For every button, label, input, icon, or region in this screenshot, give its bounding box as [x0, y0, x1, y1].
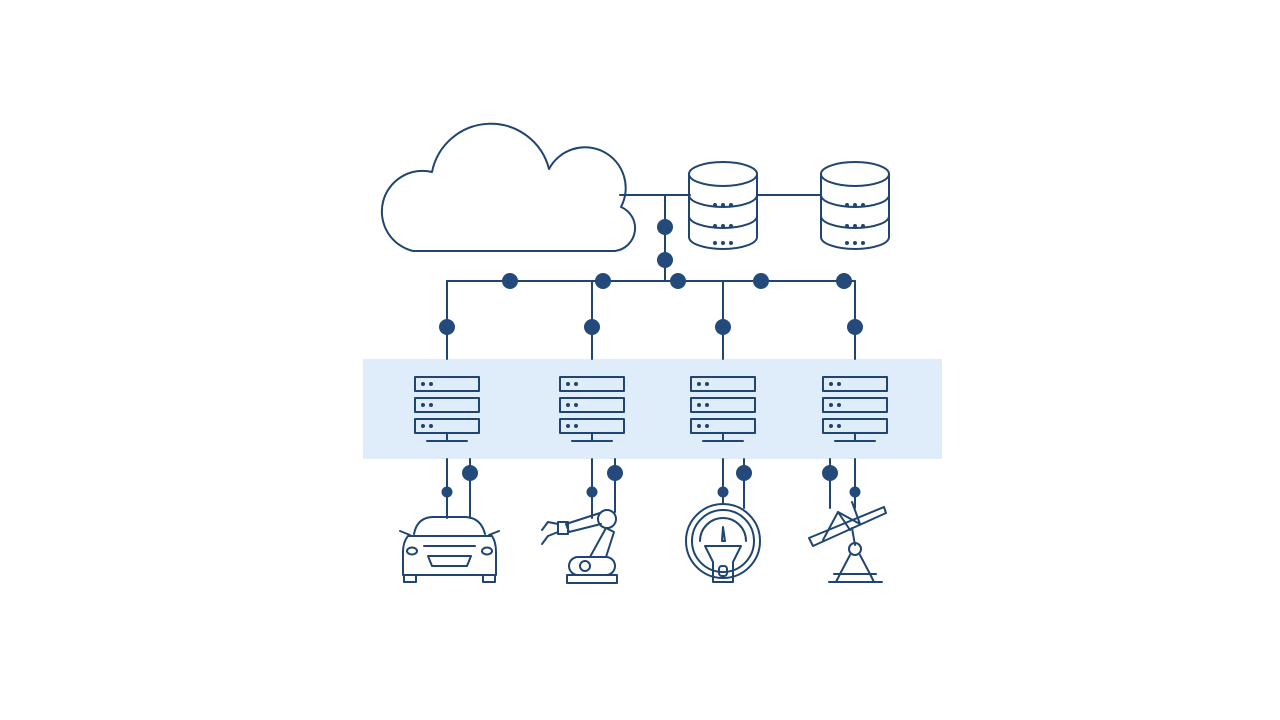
network-node [849, 486, 861, 498]
network-node [753, 273, 769, 289]
network-node [670, 273, 686, 289]
network-node [822, 465, 838, 481]
connection-lines [446, 194, 856, 519]
pressure-gauge-icon [685, 503, 761, 583]
robotic-arm-icon [541, 509, 618, 584]
server-rack-icon [414, 376, 480, 442]
network-node [441, 486, 453, 498]
server-rack-icon [822, 376, 888, 442]
satellite-dish-icon [808, 501, 887, 583]
network-node [836, 273, 852, 289]
indicator-dots [421, 203, 865, 428]
network-node [715, 319, 731, 335]
network-node [462, 465, 478, 481]
car-icon [399, 516, 500, 583]
network-node [595, 273, 611, 289]
network-node [502, 273, 518, 289]
server-rack-icon [559, 376, 625, 442]
server-tier-band [363, 359, 942, 459]
network-node [586, 486, 598, 498]
server-rack-icon [690, 376, 756, 442]
network-node [736, 465, 752, 481]
network-node [657, 219, 673, 235]
network-nodes [439, 219, 863, 498]
network-node [439, 319, 455, 335]
network-node [847, 319, 863, 335]
network-node [607, 465, 623, 481]
network-node [657, 252, 673, 268]
network-node [717, 486, 729, 498]
cloud-icon [380, 122, 637, 252]
network-node [584, 319, 600, 335]
